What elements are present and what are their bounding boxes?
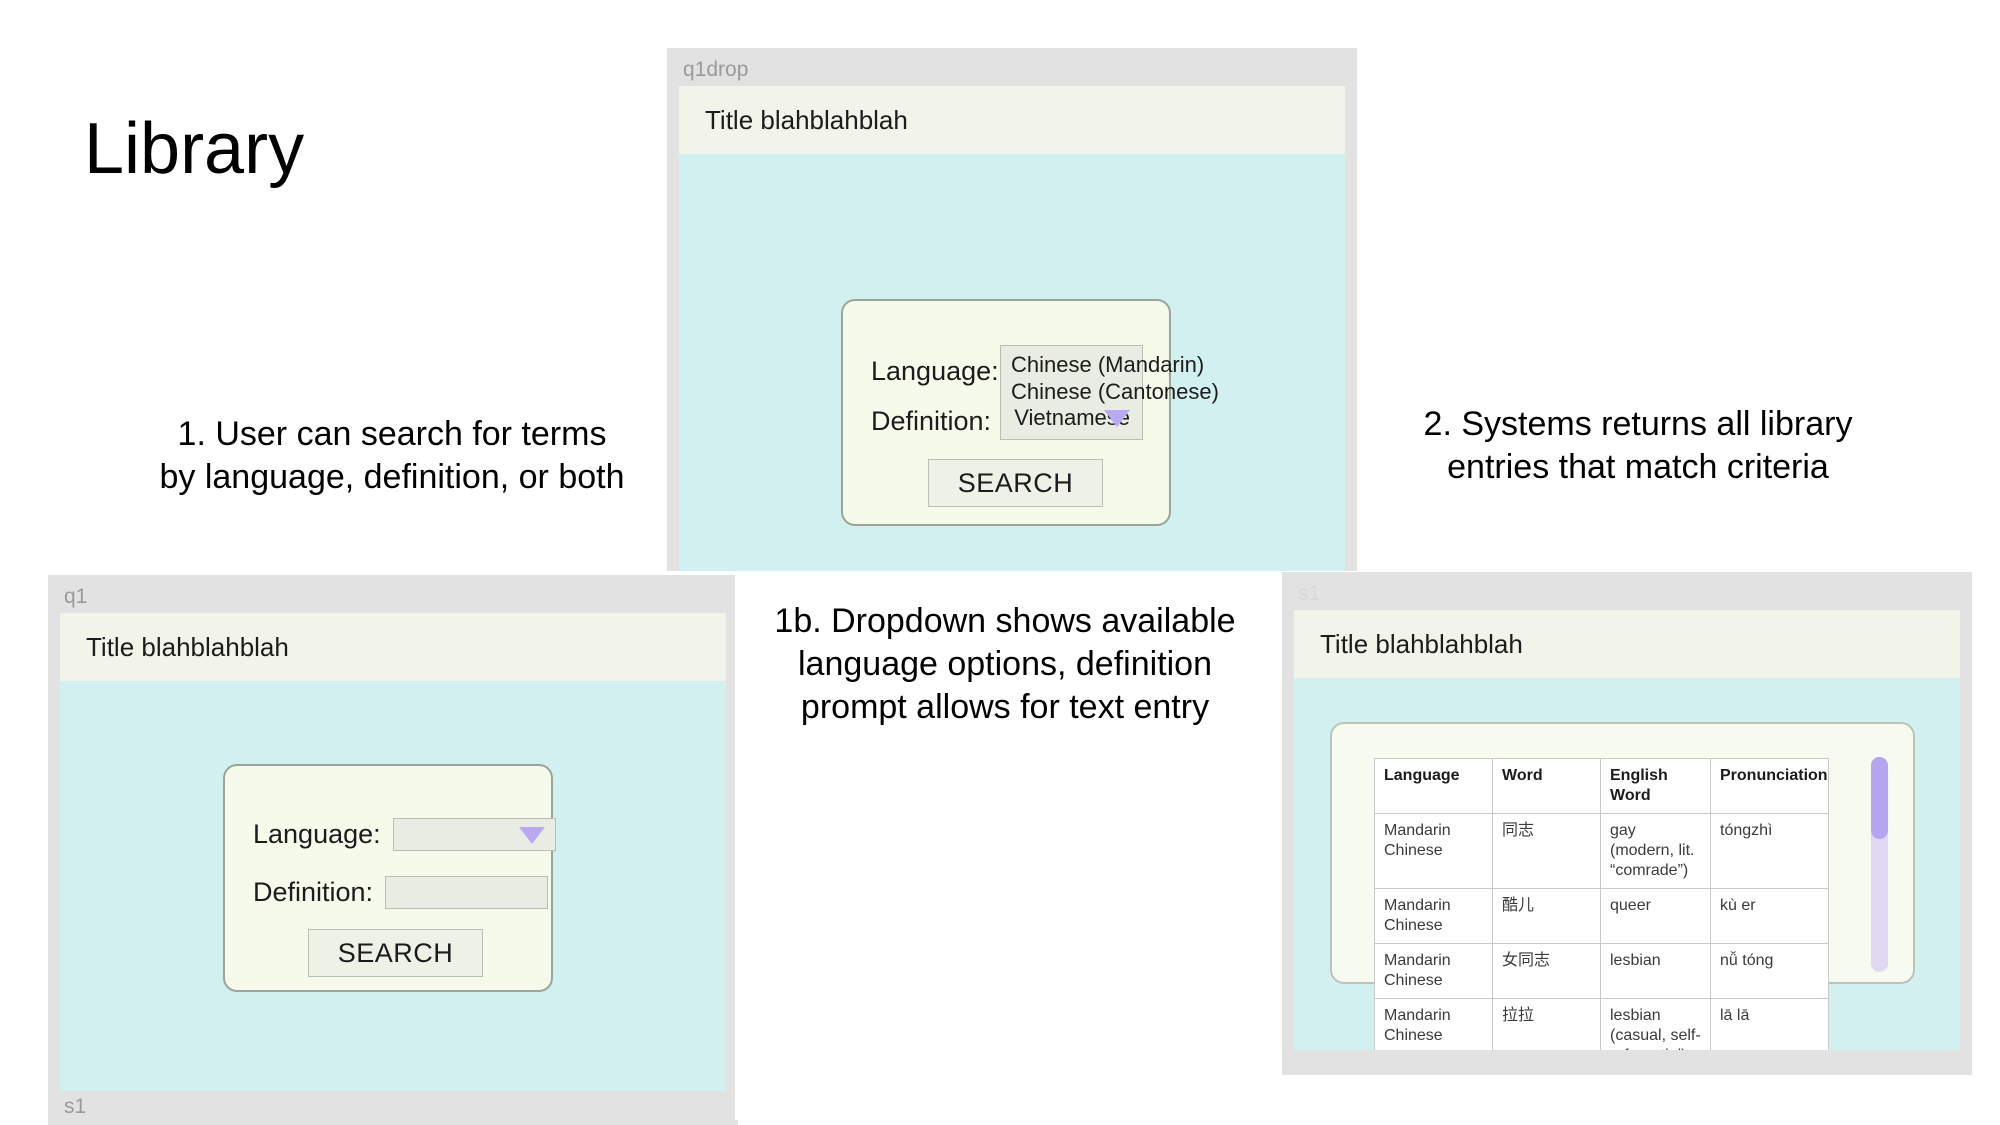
chevron-down-icon[interactable]	[1104, 410, 1130, 427]
window-label-s1-left: s1	[64, 1095, 87, 1118]
chevron-down-icon[interactable]	[518, 827, 545, 844]
caption-1b-backdrop	[735, 575, 1280, 1120]
column-header-pronunciation: Pronunciation	[1710, 758, 1829, 814]
window-inner-frame: Title blahblahblah Language Word English…	[1294, 610, 1960, 1050]
cell-english-word: queer	[1600, 888, 1711, 944]
definition-input[interactable]	[385, 876, 549, 909]
cell-english-word: lesbian	[1600, 943, 1711, 999]
caption-step-1b: 1b. Dropdown shows available language op…	[774, 602, 1236, 727]
search-form-card: Language: Definition: Chinese (Mandarin)…	[841, 299, 1219, 526]
table-row[interactable]: Mandarin Chinese 女同志 lesbian nǚ tóng	[1374, 943, 1829, 999]
cell-pronunciation: tóngzhì	[1710, 813, 1829, 889]
cell-pronunciation: kù er	[1710, 888, 1829, 944]
cell-word: 酷儿	[1492, 888, 1601, 944]
definition-label: Definition:	[871, 406, 992, 436]
search-button[interactable]: SEARCH	[928, 459, 1103, 507]
caption-step-2: 2. Systems returns all library entries t…	[1423, 405, 1853, 487]
window-content-area: Language Word English Word Pronunciation…	[1294, 678, 1960, 1050]
language-field-row: Language:	[871, 356, 999, 387]
column-header-word: Word	[1492, 758, 1601, 814]
cell-word: 同志	[1492, 813, 1601, 889]
definition-field-row: Definition:	[871, 406, 991, 437]
window-label-s1-right: s1	[1298, 582, 1321, 605]
table-row[interactable]: Mandarin Chinese 酷儿 queer kù er	[1374, 888, 1829, 944]
language-label: Language:	[253, 819, 381, 849]
cell-language: Mandarin Chinese	[1374, 813, 1493, 889]
window-inner-frame: Title blahblahblah Language: Definition:…	[679, 86, 1345, 571]
search-button-label: SEARCH	[337, 937, 454, 968]
dropdown-option-0[interactable]: Chinese (Mandarin)	[1011, 352, 1205, 377]
window-title-text: Title blahblahblah	[705, 104, 908, 135]
caption-step-1: 1. User can search for terms by language…	[159, 415, 625, 497]
cell-language: Mandarin Chinese	[1374, 943, 1493, 999]
language-select[interactable]	[392, 818, 556, 851]
language-dropdown-open-list[interactable]: Chinese (Mandarin) Chinese (Cantonese) V…	[1000, 345, 1219, 440]
mockup-window-search-collapsed: q1 s1 Title blahblahblah Language: Defin…	[48, 575, 738, 1125]
language-field-row: Language:	[253, 818, 556, 851]
window-label-q1drop: q1drop	[683, 58, 749, 81]
search-button[interactable]: SEARCH	[308, 929, 483, 977]
window-titlebar: Title blahblahblah	[1294, 610, 1960, 678]
language-label: Language:	[871, 356, 999, 386]
cell-english-word: gay (modern, lit. “comrade”)	[1600, 813, 1711, 889]
vertical-scrollbar[interactable]	[1871, 757, 1888, 972]
mockup-window-search-dropdown-open: q1drop Title blahblahblah Language: Defi…	[667, 48, 1357, 571]
dropdown-option-1[interactable]: Chinese (Cantonese)	[1011, 378, 1219, 404]
window-inner-frame: Title blahblahblah Language: Definition:…	[60, 613, 726, 1091]
window-titlebar: Title blahblahblah	[679, 86, 1345, 154]
search-button-label: SEARCH	[957, 467, 1074, 498]
results-panel: Language Word English Word Pronunciation…	[1330, 722, 1915, 1050]
table-row[interactable]: Mandarin Chinese 拉拉 lesbian (casual, sel…	[1374, 998, 1829, 1050]
window-title-text: Title blahblahblah	[1320, 628, 1523, 659]
scrollbar-thumb[interactable]	[1871, 757, 1888, 839]
cell-pronunciation: nǚ tóng	[1710, 943, 1829, 999]
cell-word: 女同志	[1492, 943, 1601, 999]
definition-label: Definition:	[253, 877, 374, 907]
window-content-area: Language: Definition: Chinese (Mandarin)…	[679, 154, 1345, 571]
window-content-area: Language: Definition: SEARCH	[60, 681, 726, 1091]
table-header-row: Language Word English Word Pronunciation	[1374, 758, 1829, 814]
results-table: Language Word English Word Pronunciation…	[1374, 758, 1829, 1050]
mockup-window-results: s1 Title blahblahblah Language Word Engl…	[1282, 572, 1972, 1075]
page-title: Library	[84, 109, 305, 189]
cell-pronunciation: lā lā	[1710, 998, 1829, 1050]
column-header-language: Language	[1374, 758, 1493, 814]
window-label-q1: q1	[64, 585, 88, 608]
cell-english-word: lesbian (casual, self-referential)	[1600, 998, 1711, 1050]
window-titlebar: Title blahblahblah	[60, 613, 726, 681]
table-row[interactable]: Mandarin Chinese 同志 gay (modern, lit. “c…	[1374, 813, 1829, 889]
cell-language: Mandarin Chinese	[1374, 998, 1493, 1050]
search-form-card: Language: Definition: SEARCH	[223, 764, 556, 992]
column-header-english-word: English Word	[1600, 758, 1711, 814]
cell-language: Mandarin Chinese	[1374, 888, 1493, 944]
window-title-text: Title blahblahblah	[86, 631, 289, 662]
definition-field-row: Definition:	[253, 876, 549, 909]
cell-word: 拉拉	[1492, 998, 1601, 1050]
